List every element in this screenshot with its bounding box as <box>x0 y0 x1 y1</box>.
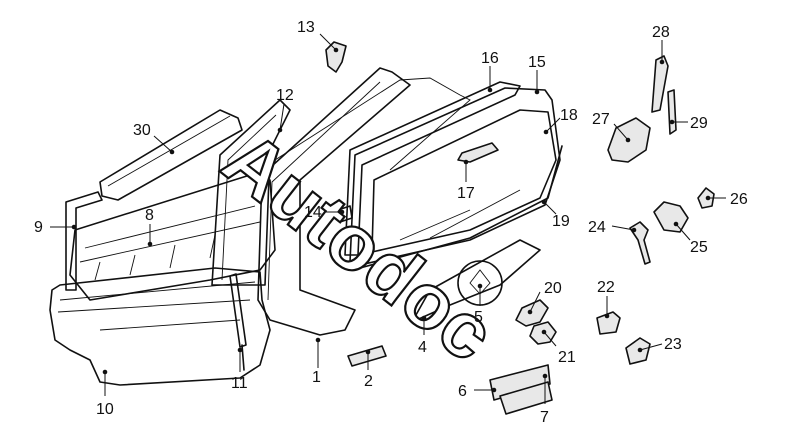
svg-text:21: 21 <box>558 349 576 366</box>
number-plate-cover <box>499 381 553 415</box>
callout-11: 11 <box>231 347 248 392</box>
callout-2: 2 <box>364 349 373 390</box>
hinge-arm-short <box>667 89 677 135</box>
callout-23: 23 <box>637 336 682 353</box>
callout-7: 7 <box>540 373 549 426</box>
seal-clip <box>337 205 353 223</box>
callout-24: 24 <box>588 219 637 236</box>
svg-text:26: 26 <box>730 191 748 208</box>
svg-text:1: 1 <box>312 369 321 386</box>
callout-26: 26 <box>705 191 748 208</box>
callout-25: 25 <box>673 221 708 256</box>
svg-text:20: 20 <box>544 280 562 297</box>
lower-tailgate-panel <box>49 267 271 386</box>
svg-text:13: 13 <box>297 19 315 36</box>
svg-text:6: 6 <box>458 383 467 400</box>
callout-8: 8 <box>145 207 154 247</box>
callout-15: 15 <box>528 54 546 95</box>
svg-text:27: 27 <box>592 111 610 128</box>
svg-text:19: 19 <box>552 213 570 230</box>
rear-glass <box>371 109 557 253</box>
svg-text:8: 8 <box>145 207 154 224</box>
callout-1: 1 <box>312 337 321 386</box>
callout-20: 20 <box>527 280 562 315</box>
hinge-arm-long <box>651 55 669 113</box>
lower-tailgate-inner <box>69 174 276 301</box>
svg-text:24: 24 <box>588 219 606 236</box>
number-plate-bracket <box>489 364 551 401</box>
callout-5: 5 <box>474 283 483 326</box>
top-trim-strip <box>99 109 243 201</box>
callout-10: 10 <box>96 369 114 418</box>
svg-text:2: 2 <box>364 373 373 390</box>
callout-6: 6 <box>458 383 497 400</box>
svg-text:10: 10 <box>96 401 114 418</box>
callout-4: 4 <box>418 315 427 356</box>
svg-text:23: 23 <box>664 336 682 353</box>
lower-cover <box>411 239 541 323</box>
svg-text:18: 18 <box>560 107 578 124</box>
svg-text:7: 7 <box>540 409 549 426</box>
small-clip <box>325 41 347 73</box>
svg-text:9: 9 <box>34 219 43 236</box>
svg-text:28: 28 <box>652 24 670 41</box>
svg-text:25: 25 <box>690 239 708 256</box>
parts-layer <box>49 41 715 415</box>
svg-text:17: 17 <box>457 185 475 202</box>
callout-28: 28 <box>652 24 670 65</box>
svg-text:14: 14 <box>304 204 322 221</box>
svg-text:11: 11 <box>231 375 248 392</box>
svg-text:4: 4 <box>418 339 427 356</box>
callout-12: 12 <box>276 87 294 133</box>
svg-text:16: 16 <box>481 50 499 67</box>
svg-text:5: 5 <box>474 309 483 326</box>
callout-30: 30 <box>133 122 175 155</box>
glass-handle <box>457 142 499 163</box>
callout-9: 9 <box>34 219 77 236</box>
svg-text:22: 22 <box>597 279 615 296</box>
svg-text:15: 15 <box>528 54 546 71</box>
bumper-pad <box>596 311 621 335</box>
svg-text:12: 12 <box>276 87 294 104</box>
callout-17: 17 <box>457 159 475 202</box>
gas-strut-rod <box>241 344 245 371</box>
callout-27: 27 <box>592 111 631 143</box>
callout-21: 21 <box>541 329 576 366</box>
latch-mechanism <box>653 201 689 233</box>
callout-16: 16 <box>481 50 499 93</box>
callout-13: 13 <box>297 19 339 53</box>
callouts: 1 2 4 5 6 7 8 <box>34 19 748 426</box>
key-and-cylinder <box>629 221 651 265</box>
side-seal-strip <box>65 191 103 291</box>
upper-frame-seal <box>211 99 291 286</box>
callout-18: 18 <box>543 107 578 135</box>
glass-frame-seal <box>344 81 521 256</box>
svg-text:30: 30 <box>133 122 151 139</box>
glass-edge-seal <box>359 145 563 269</box>
callout-29: 29 <box>669 115 708 132</box>
svg-text:29: 29 <box>690 115 708 132</box>
upper-tailgate-body <box>257 67 411 336</box>
gas-strut <box>229 273 247 348</box>
callout-22: 22 <box>597 279 615 319</box>
callout-19: 19 <box>541 199 570 230</box>
small-plate <box>347 345 387 367</box>
callout-14: 14 <box>304 204 345 221</box>
